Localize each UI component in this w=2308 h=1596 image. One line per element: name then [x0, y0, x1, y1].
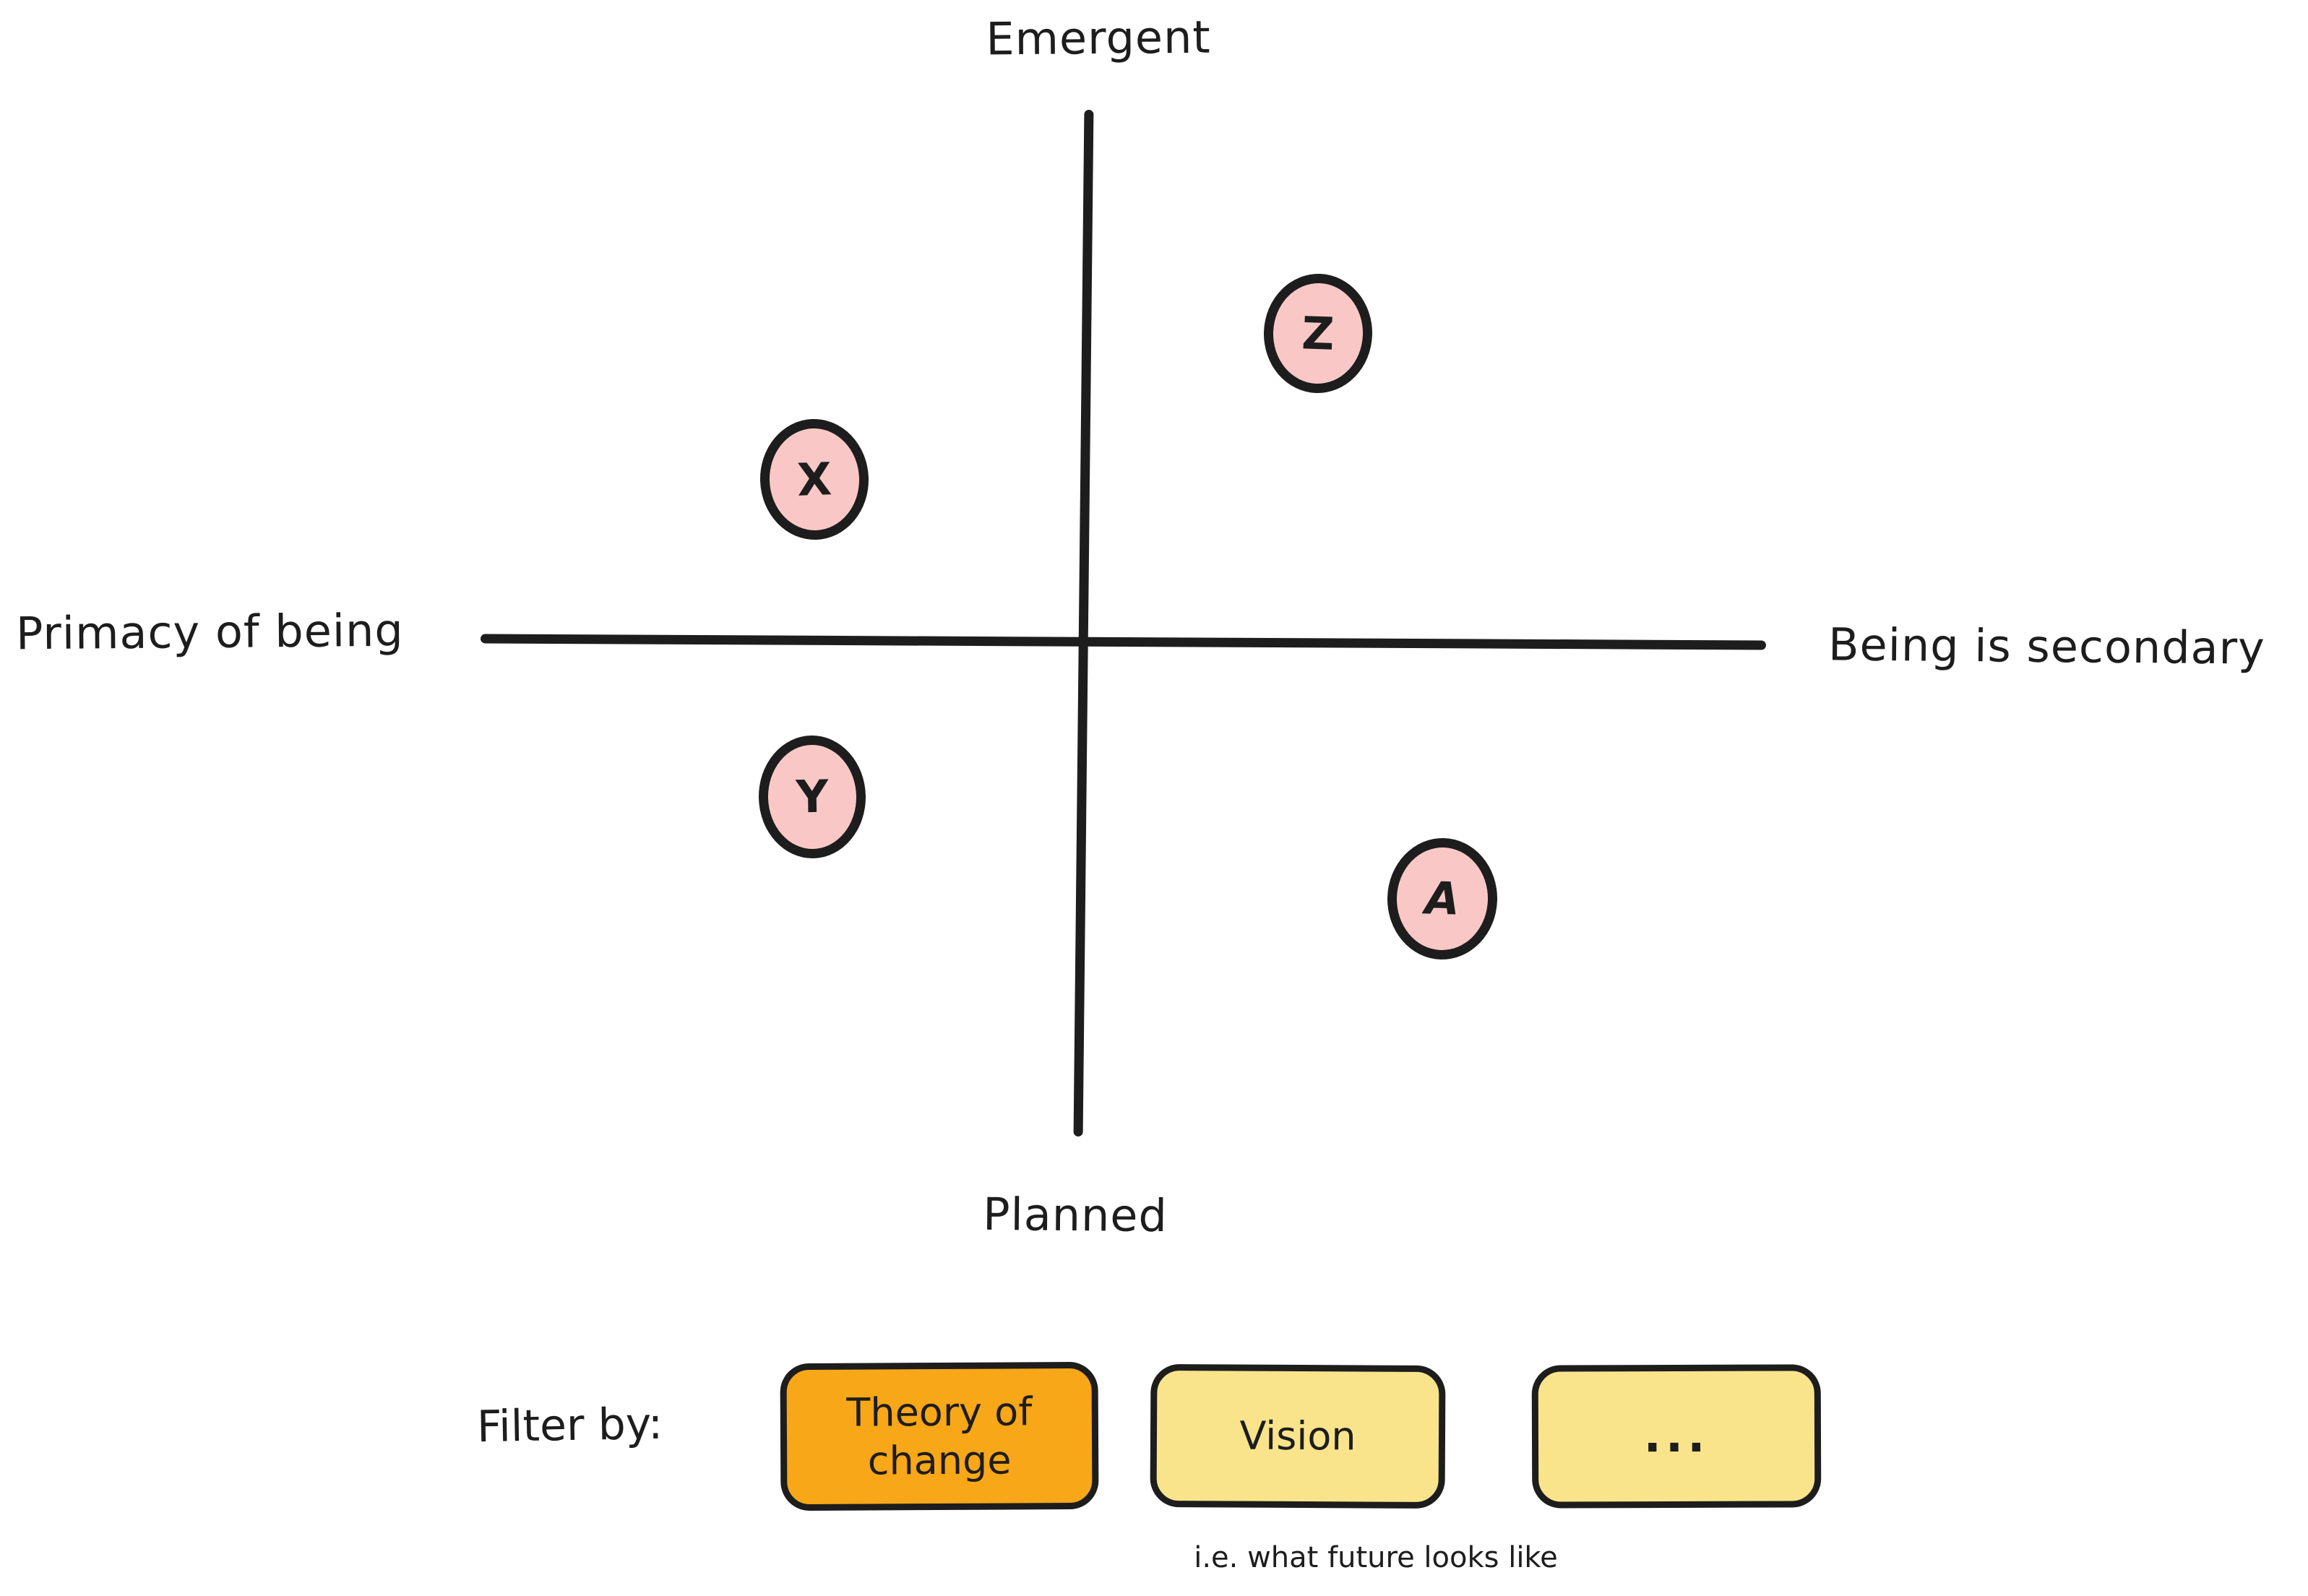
- node-z-label: Z: [1301, 306, 1335, 361]
- node-x[interactable]: X: [758, 417, 871, 542]
- vertical-axis-line: [1073, 109, 1094, 1137]
- filter-button-theory-of-change[interactable]: Theory of change: [780, 1361, 1099, 1511]
- node-y[interactable]: Y: [757, 734, 867, 860]
- filter-button-more[interactable]: ...: [1531, 1364, 1822, 1509]
- filter-button-vision[interactable]: Vision: [1150, 1363, 1446, 1509]
- filter-button-more-label: ...: [1643, 1409, 1710, 1464]
- node-a[interactable]: A: [1385, 837, 1499, 961]
- axis-label-planned: Planned: [982, 1187, 1168, 1243]
- node-y-label: Y: [795, 769, 830, 824]
- filter-button-theory-of-change-label: Theory of change: [846, 1388, 1033, 1484]
- filter-button-vision-label: Vision: [1239, 1412, 1356, 1459]
- axis-label-primacy-of-being: Primacy of being: [15, 603, 405, 660]
- node-z[interactable]: Z: [1262, 272, 1374, 395]
- filter-by-label: Filter by:: [476, 1398, 663, 1453]
- horizontal-axis-line: [480, 634, 1767, 650]
- axis-label-emergent: Emergent: [986, 10, 1211, 66]
- vision-caption: i.e. what future looks like: [1194, 1541, 1558, 1574]
- axis-label-being-is-secondary: Being is secondary: [1827, 618, 2266, 675]
- node-a-label: A: [1424, 871, 1460, 926]
- node-x-label: X: [796, 452, 833, 506]
